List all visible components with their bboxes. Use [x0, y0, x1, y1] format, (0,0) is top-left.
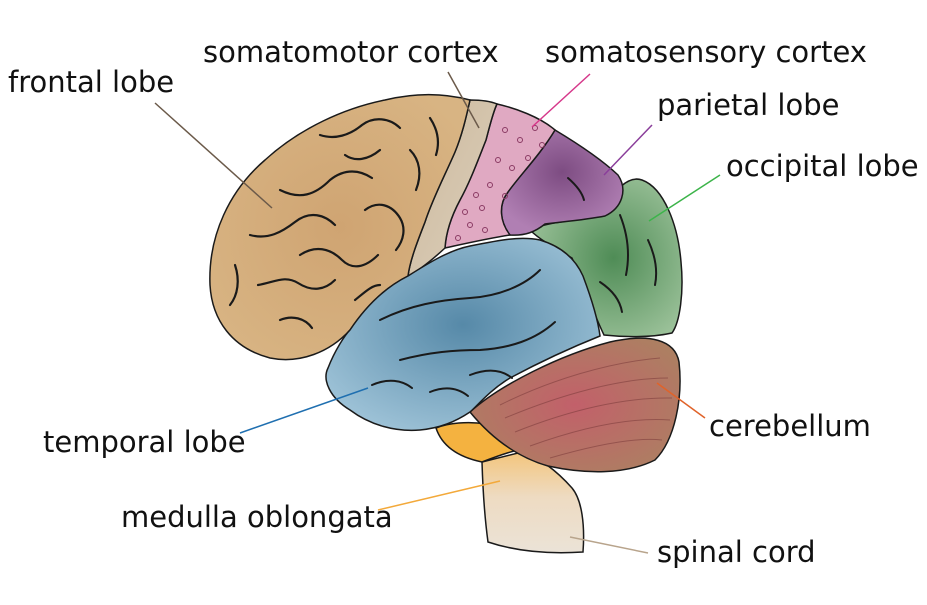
- temporal-lobe-region: [325, 237, 601, 432]
- medulla-oblongata-label: medulla oblongata: [121, 500, 393, 534]
- temporal-lobe-label: temporal lobe: [43, 425, 246, 459]
- occipital-lobe-label: occipital lobe: [726, 149, 919, 183]
- frontal-lobe-label: frontal lobe: [8, 65, 175, 99]
- cerebellum-region: [468, 337, 681, 473]
- parietal-lobe-label: parietal lobe: [657, 88, 840, 122]
- frontal-lobe-region: [209, 94, 471, 361]
- frontal-gyri: [228, 116, 440, 330]
- somatosensory-cortex-label: somatosensory cortex: [545, 35, 867, 69]
- somatomotor-cortex-leader: [447, 71, 480, 129]
- cerebellum-folia: [499, 357, 673, 459]
- cerebellum-label: cerebellum: [709, 409, 871, 443]
- frontal-lobe-leader: [154, 102, 273, 209]
- temporal-sulci: [371, 269, 556, 397]
- temporal-lobe-leader: [239, 387, 369, 434]
- spinal-cord-label: spinal cord: [657, 535, 816, 569]
- parietal-lobe-leader: [603, 124, 653, 176]
- somatosensory-dots: [455, 125, 545, 241]
- somatomotor-cortex-label: somatomotor cortex: [203, 35, 499, 69]
- spinal-cord-leader: [569, 536, 649, 554]
- cerebellum-leader: [656, 382, 706, 419]
- occipital-lobe-region: [528, 178, 683, 338]
- parietal-occipital-sulci: [567, 177, 658, 313]
- occipital-lobe-leader: [648, 174, 721, 222]
- medulla-oblongata-leader: [377, 480, 501, 511]
- spinal-cord-region: [481, 451, 585, 554]
- somatosensory-cortex-leader: [531, 73, 591, 128]
